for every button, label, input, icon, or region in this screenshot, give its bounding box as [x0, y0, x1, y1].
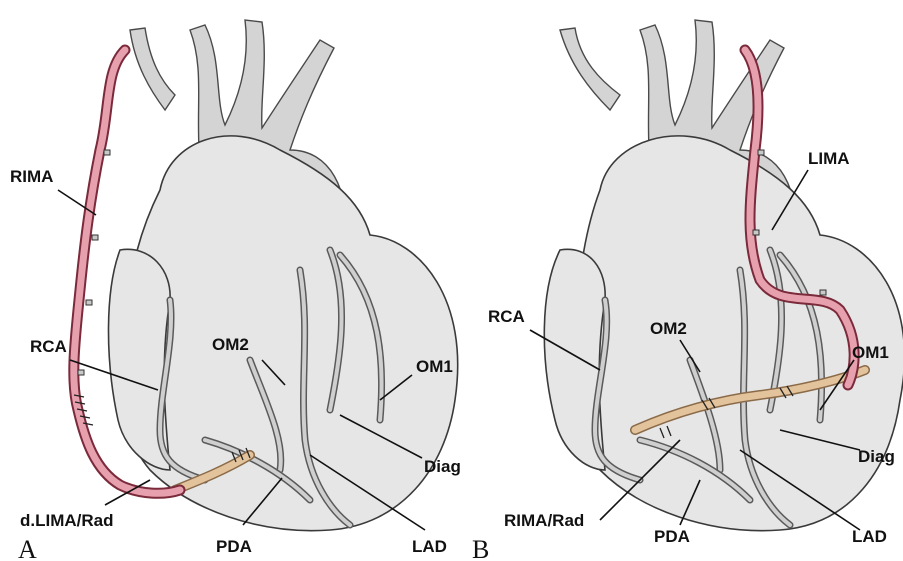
panel-letter-a: A: [18, 535, 37, 561]
label-graft-b: RIMA/Rad: [504, 511, 584, 530]
label-lad-b: LAD: [852, 527, 887, 546]
label-rima: RIMA: [10, 167, 53, 186]
label-om1-b: OM1: [852, 343, 889, 362]
label-om1-a: OM1: [416, 357, 453, 376]
pulmonary-trunk: [130, 28, 175, 110]
label-rca-a: RCA: [30, 337, 67, 356]
label-pda-a: PDA: [216, 537, 252, 556]
label-graft-a: d.LIMA/Rad: [20, 511, 114, 530]
label-rca-b: RCA: [488, 307, 525, 326]
panel-letter-b: B: [472, 535, 489, 561]
label-diag-b: Diag: [858, 447, 895, 466]
label-diag-a: Diag: [424, 457, 461, 476]
label-pda-b: PDA: [654, 527, 690, 546]
label-lad-a: LAD: [412, 537, 447, 556]
label-om2-a: OM2: [212, 335, 249, 354]
pulmonary-trunk-b: [560, 28, 620, 110]
panel-b: LIMA RCA OM2 OM1 Diag LAD PDA RIMA/Rad B: [472, 20, 903, 561]
panel-a: RIMA RCA OM2 OM1 Diag LAD PDA d.LIMA/Rad…: [10, 20, 461, 561]
label-om2-b: OM2: [650, 319, 687, 338]
label-lima-b: LIMA: [808, 149, 850, 168]
